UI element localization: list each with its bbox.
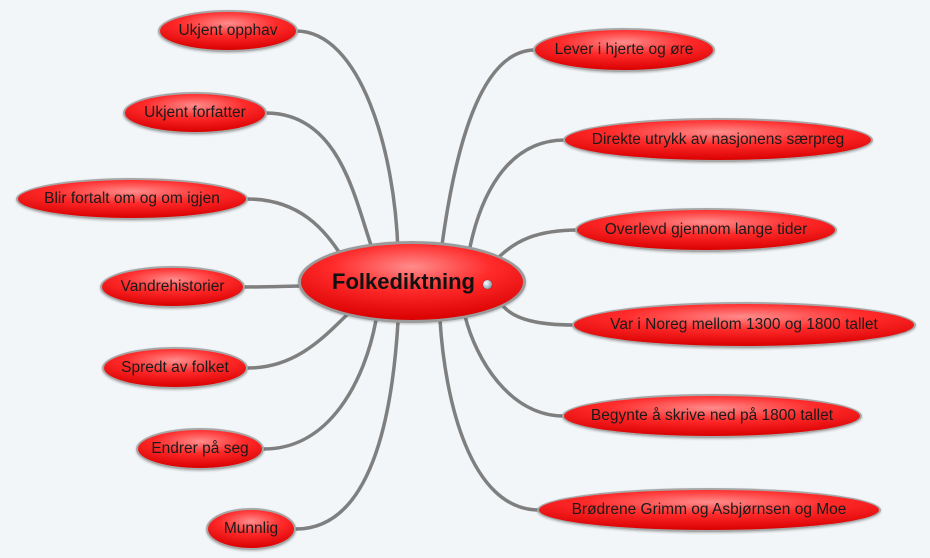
topic-label: Ukjent opphav (178, 22, 278, 39)
topic-label: Endrer på seg (151, 440, 249, 457)
connector-line (245, 197, 345, 260)
topic-label: Lever i hjerte og øre (554, 41, 694, 58)
central-topic-label: Folkediktning (332, 269, 475, 294)
topic-vandrehistorier[interactable]: Vandrehistorier (100, 266, 245, 308)
connector-line (440, 48, 537, 247)
connector-line (463, 314, 566, 418)
topic-ukjent-forfatter[interactable]: Ukjent forfatter (123, 92, 267, 134)
topic-label: Direkte utrykk av nasjonens særpreg (591, 131, 845, 148)
central-topic[interactable]: Folkediktning (298, 241, 526, 323)
topic-label: Brødrene Grimm og Asbjørnsen og Moe (571, 501, 847, 518)
topic-ukjent-opphav[interactable]: Ukjent opphav (158, 10, 298, 52)
topic-begynte-a-skrive[interactable]: Begynte å skrive ned på 1800 tallet (562, 394, 862, 438)
topic-blir-fortalt[interactable]: Blir fortalt om og om igjen (16, 178, 248, 220)
topic-label: Overlevd gjennom lange tider (604, 221, 808, 238)
topic-label: Blir fortalt om og om igjen (44, 190, 220, 207)
topic-label: Var i Noreg mellom 1300 og 1800 tallet (610, 316, 878, 333)
topic-label: Begynte å skrive ned på 1800 tallet (590, 407, 834, 424)
connector-line (501, 304, 576, 327)
topic-label: Munnlig (223, 520, 279, 537)
topic-lever-i-hjerte[interactable]: Lever i hjerte og øre (533, 28, 715, 72)
topic-spredt-av-folket[interactable]: Spredt av folket (102, 347, 248, 389)
topic-var-i-noreg[interactable]: Var i Noreg mellom 1300 og 1800 tallet (572, 302, 916, 348)
topic-label: Spredt av folket (121, 359, 229, 376)
expand-dot-icon[interactable] (483, 279, 492, 289)
connector-line (264, 111, 374, 250)
topic-label: Ukjent forfatter (144, 104, 246, 121)
connector-line (498, 228, 580, 258)
connector-line (468, 138, 567, 249)
topic-munnlig[interactable]: Munnlig (206, 508, 296, 550)
topic-label: Vandrehistorier (120, 278, 225, 295)
topic-direkte-utrykk[interactable]: Direkte utrykk av nasjonens særpreg (563, 118, 873, 162)
connector-line (242, 284, 304, 289)
topic-brodrene-grimm[interactable]: Brødrene Grimm og Asbjørnsen og Moe (537, 488, 881, 532)
connector-line (294, 320, 400, 531)
topic-overlevd[interactable]: Overlevd gjennom lange tider (575, 208, 837, 252)
topic-endrer-pa-seg[interactable]: Endrer på seg (136, 428, 264, 470)
connector-line (262, 318, 378, 451)
connector-line (438, 318, 541, 512)
connector-line (294, 29, 400, 254)
connector-line (246, 312, 350, 370)
